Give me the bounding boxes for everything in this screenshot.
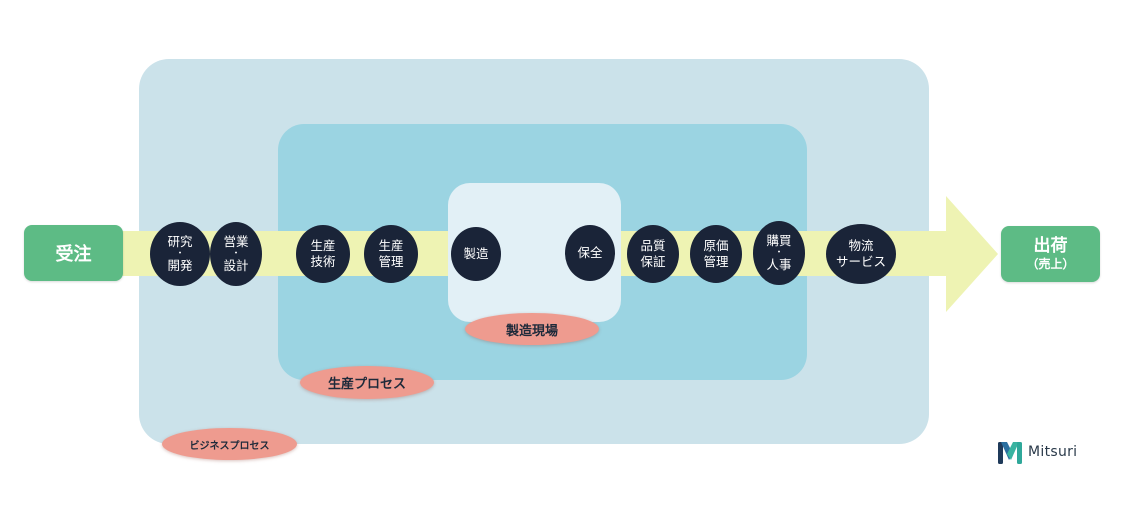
mitsuri-logo-icon — [998, 442, 1022, 464]
step-line2: サービス — [835, 254, 886, 269]
production-process-text: 生産プロセス — [327, 377, 406, 392]
step-line2: 設計 — [223, 258, 249, 273]
production-process-label: 生産プロセス — [300, 366, 434, 399]
step-line2: 管理 — [378, 254, 404, 269]
step-line1: 購買 — [766, 233, 792, 248]
step-sales-design: 営業 ・ 設計 — [210, 222, 262, 286]
step-dot: ・ — [774, 248, 784, 258]
step-research-development: 研究 ・ 開発 — [150, 222, 210, 286]
step-line1: 生産 — [310, 238, 336, 253]
step-line1: 営業 — [223, 234, 249, 249]
step-line1: 生産 — [378, 238, 404, 253]
shipment-box: 出荷 （売上） — [1001, 226, 1100, 282]
shop-floor-label: 製造現場 — [465, 313, 599, 345]
step-line1: 原価 — [703, 238, 729, 253]
step-line2: 開発 — [167, 258, 193, 273]
step-manufacturing: 製造 — [451, 227, 501, 281]
step-line1: 物流 — [848, 238, 874, 253]
step-purchasing-hr: 購買 ・ 人事 — [753, 221, 805, 285]
step-maintenance: 保全 — [565, 225, 615, 281]
business-process-text: ビジネスプロセス — [189, 440, 270, 452]
step-line1: 研究 — [167, 234, 193, 249]
step-logistics-service: 物流 サービス — [826, 224, 896, 284]
brand-name: Mitsuri — [1028, 444, 1078, 460]
step-line2: 技術 — [310, 254, 336, 269]
shipment-sublabel: （売上） — [1026, 257, 1075, 271]
step-line1: 品質 — [640, 238, 666, 253]
order-received-box: 受注 — [24, 225, 123, 281]
step-production-control: 生産 管理 — [364, 225, 418, 283]
step-line2: 保証 — [640, 254, 666, 269]
step-line2: 管理 — [703, 254, 729, 269]
step-dot: ・ — [175, 249, 185, 259]
step-line2: 人事 — [766, 257, 792, 272]
step-quality-assurance: 品質 保証 — [627, 225, 679, 283]
step-line1: 製造 — [463, 246, 489, 261]
step-dot: ・ — [231, 249, 241, 259]
shipment-label: 出荷 — [1033, 236, 1068, 256]
step-cost-management: 原価 管理 — [690, 225, 742, 283]
business-process-label: ビジネスプロセス — [162, 428, 297, 460]
step-line1: 保全 — [577, 245, 603, 260]
shop-floor-text: 製造現場 — [505, 323, 558, 339]
order-received-label: 受注 — [55, 244, 92, 265]
brand: Mitsuri — [997, 438, 1077, 466]
step-production-engineering: 生産 技術 — [296, 225, 350, 283]
